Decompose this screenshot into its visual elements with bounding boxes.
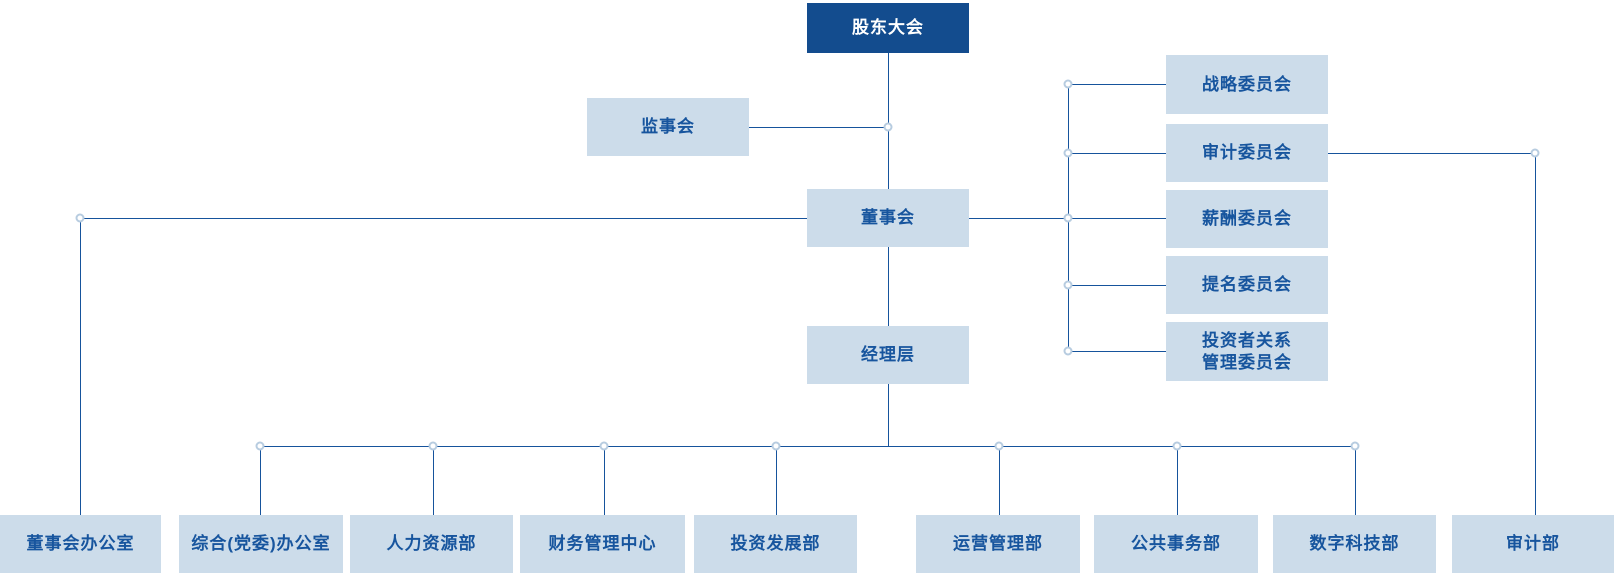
- node-committee-investor-relations: 投资者关系 管理委员会: [1166, 322, 1328, 381]
- node-dept-human-resources: 人力资源部: [350, 515, 513, 573]
- node-dept-operations-management: 运营管理部: [916, 515, 1080, 573]
- junction-dot: [255, 441, 265, 451]
- junction-dot: [75, 213, 85, 223]
- connector-line: [80, 218, 807, 219]
- node-dept-general-party-office: 综合(党委)办公室: [179, 515, 343, 573]
- node-committee-compensation: 薪酬委员会: [1166, 190, 1328, 248]
- connector-line: [888, 53, 889, 189]
- connector-line: [260, 446, 261, 515]
- node-dept-board-office: 董事会办公室: [0, 515, 161, 573]
- junction-dot: [1172, 441, 1182, 451]
- node-shareholders-meeting: 股东大会: [807, 3, 969, 53]
- node-dept-investment-development: 投资发展部: [694, 515, 857, 573]
- node-board-of-directors: 董事会: [807, 189, 969, 247]
- node-dept-digital-technology: 数字科技部: [1273, 515, 1436, 573]
- node-committee-nomination: 提名委员会: [1166, 256, 1328, 314]
- connector-line: [1177, 446, 1178, 515]
- connector-line: [433, 446, 434, 515]
- node-dept-public-affairs: 公共事务部: [1094, 515, 1258, 573]
- junction-dot: [883, 122, 893, 132]
- node-committee-audit: 审计委员会: [1166, 124, 1328, 182]
- junction-dot: [599, 441, 609, 451]
- node-committee-strategy: 战略委员会: [1166, 55, 1328, 114]
- connector-line: [260, 446, 1355, 447]
- junction-dot: [428, 441, 438, 451]
- node-dept-finance-center: 财务管理中心: [520, 515, 685, 573]
- connector-line: [1068, 351, 1166, 352]
- connector-line: [1355, 446, 1356, 515]
- connector-line: [1068, 84, 1166, 85]
- junction-dot: [771, 441, 781, 451]
- node-dept-audit: 审计部: [1452, 515, 1614, 573]
- junction-dot: [994, 441, 1004, 451]
- junction-dot: [1063, 213, 1073, 223]
- connector-line: [999, 446, 1000, 515]
- connector-line: [604, 446, 605, 515]
- connector-line: [1328, 153, 1535, 154]
- junction-dot: [1063, 346, 1073, 356]
- connector-line: [749, 127, 888, 128]
- node-management-layer: 经理层: [807, 326, 969, 384]
- connector-line: [888, 247, 889, 326]
- connector-line: [1068, 153, 1166, 154]
- connector-line: [776, 446, 777, 515]
- junction-dot: [1530, 148, 1540, 158]
- connector-line: [1068, 285, 1166, 286]
- junction-dot: [1063, 79, 1073, 89]
- junction-dot: [1063, 280, 1073, 290]
- connector-line: [80, 218, 81, 515]
- connector-line: [888, 384, 889, 446]
- junction-dot: [1350, 441, 1360, 451]
- node-supervisory-board: 监事会: [587, 98, 749, 156]
- junction-dot: [1063, 148, 1073, 158]
- connector-line: [1535, 153, 1536, 515]
